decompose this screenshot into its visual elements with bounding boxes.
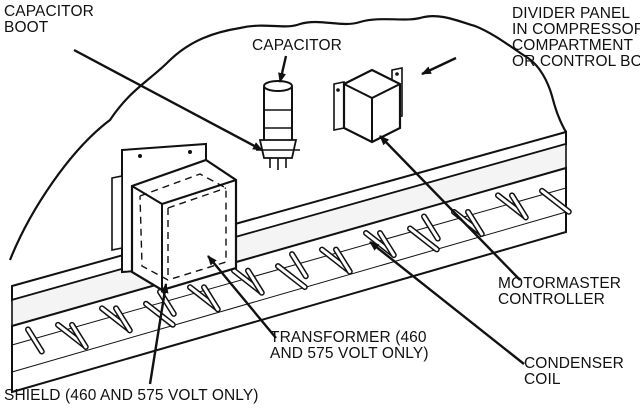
- divider-panel-outline: [8, 15, 567, 261]
- coil-tube-highlight: [408, 226, 439, 251]
- condenser-coil-label: CONDENSER COIL: [524, 356, 624, 388]
- coil-tube-highlight: [290, 252, 308, 278]
- motormaster-label-line: MOTORMASTER: [498, 275, 622, 292]
- coil-tube-highlight: [144, 302, 175, 327]
- condenser-coil-label-line: CONDENSER: [524, 355, 624, 372]
- divider-panel-label-line: OR CONTROL BOX: [512, 53, 640, 70]
- coil-tube-highlight: [158, 290, 176, 316]
- capacitor-part: [256, 80, 300, 170]
- capacitor-boot-label-line: BOOT: [4, 19, 49, 36]
- capacitor-boot-label-line: CAPACITOR: [4, 3, 94, 20]
- transformer-label: TRANSFORMER (460 AND 575 VOLT ONLY): [270, 330, 429, 362]
- motormaster-label-line: CONTROLLER: [498, 291, 605, 308]
- coil-tube-highlight: [276, 264, 307, 289]
- divider-panel-label-line: IN COMPRESSOR: [512, 21, 640, 38]
- coil-tube-highlight: [334, 248, 352, 274]
- coil-tube-highlight: [202, 285, 220, 311]
- shield-label-line: SHIELD (460 AND 575 VOLT ONLY): [4, 387, 259, 404]
- shield-label: SHIELD (460 AND 575 VOLT ONLY): [4, 388, 259, 404]
- divider-panel-label-line: COMPARTMENT: [512, 37, 634, 54]
- coil-tube-highlight: [422, 214, 440, 241]
- motormaster-box: [333, 67, 403, 144]
- transformer-label-line: TRANSFORMER (460: [270, 329, 427, 346]
- condenser-coil-label-line: COIL: [524, 371, 561, 388]
- transformer-label-line: AND 575 VOLT ONLY): [270, 345, 429, 362]
- coil-tube-highlight: [540, 189, 571, 214]
- capacitor-boot-label: CAPACITOR BOOT: [4, 4, 94, 36]
- coil-tube-highlight: [466, 210, 484, 236]
- divider-panel-label: DIVIDER PANEL IN COMPRESSOR COMPARTMENT …: [512, 6, 640, 70]
- divider-panel-label-line: DIVIDER PANEL: [512, 5, 631, 22]
- coil-tube-highlight: [246, 269, 264, 295]
- coil-tube-highlight: [70, 323, 88, 349]
- coil-tube-highlight: [114, 306, 132, 332]
- leader-lines: [73, 48, 525, 385]
- capacitor-label: CAPACITOR: [252, 38, 342, 54]
- coil-tube-highlight: [510, 193, 528, 219]
- capacitor-label-line: CAPACITOR: [252, 37, 342, 54]
- motormaster-label: MOTORMASTER CONTROLLER: [498, 276, 621, 308]
- coil-tube-highlight: [378, 231, 396, 257]
- coil-tube-highlight: [26, 327, 44, 353]
